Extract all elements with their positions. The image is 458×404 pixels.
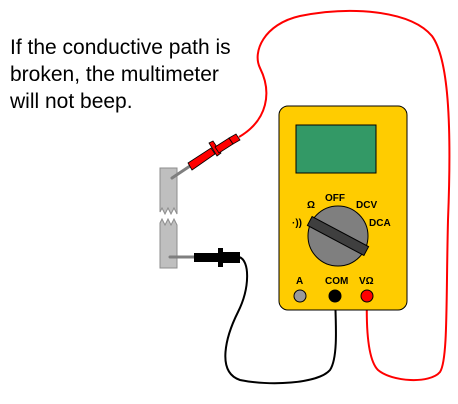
multimeter: OFF Ω DCV ·)) DCA A COM VΩ (278, 105, 408, 311)
dial-label-continuity: ·)) (292, 218, 302, 229)
jack-com[interactable] (328, 289, 342, 303)
jack-label-vohm: VΩ (359, 276, 374, 287)
caption-text: If the conductive path is broken, the mu… (10, 34, 260, 115)
red-probe-tip (170, 164, 192, 180)
conductor-upper-piece (159, 167, 178, 216)
red-probe[interactable] (170, 133, 241, 180)
jack-a[interactable] (293, 289, 307, 303)
red-probe-boot (228, 133, 241, 145)
black-probe-body (194, 253, 220, 262)
red-probe-body (187, 147, 216, 171)
caption-line-2: broken, the multimeter (10, 63, 219, 86)
red-lead-wire (238, 9, 451, 382)
black-lead-wire (224, 256, 337, 385)
dial-label-ohm: Ω (307, 200, 315, 211)
caption-line-3: will not beep. (10, 90, 133, 113)
black-probe[interactable] (168, 248, 240, 267)
dial-label-off: OFF (325, 193, 345, 204)
dial-label-dca: DCA (369, 218, 391, 229)
dial-label-dcv: DCV (356, 200, 377, 211)
rotary-dial-pointer (306, 215, 370, 257)
red-probe-guard (208, 140, 222, 157)
jack-label-com: COM (325, 276, 348, 287)
broken-conductor (159, 167, 178, 269)
black-probe-handle (222, 252, 240, 263)
conductor-lower-piece (159, 217, 178, 269)
rotary-dial[interactable] (306, 205, 370, 267)
jack-label-a: A (296, 276, 303, 287)
jack-vohm[interactable] (360, 289, 374, 303)
caption-line-1: If the conductive path is (10, 36, 231, 59)
black-probe-guard (218, 248, 223, 267)
multimeter-display (295, 124, 377, 174)
